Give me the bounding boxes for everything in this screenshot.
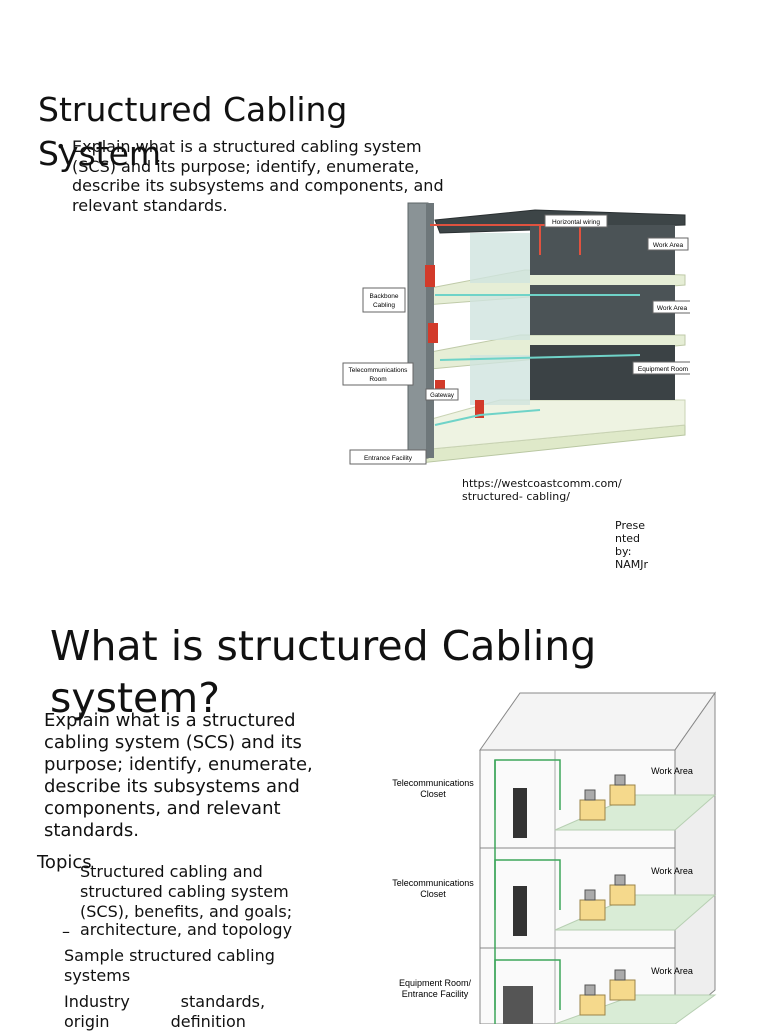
presenter-line: Prese xyxy=(615,519,645,532)
slide2-title-line1: What is structured Cabling xyxy=(50,622,597,670)
image-source-credit: https://westcoastcomm.com/ structured- c… xyxy=(462,477,642,503)
building-floors-figure: Telecommunications Closet Telecommunicat… xyxy=(392,691,717,1024)
label-telecom-closet-2a: Telecommunications xyxy=(392,878,474,888)
slide2-body-text: Explain what is a structured cabling sys… xyxy=(44,710,313,841)
label-equipment-room-a: Equipment Room/ xyxy=(399,978,472,988)
label-work-area-2: Work Area xyxy=(651,866,693,876)
presenter-line: nted xyxy=(615,532,641,545)
slide1-title-line1: Structured Cabling xyxy=(38,90,348,129)
label-telecom-closet-2b: Closet xyxy=(420,889,446,899)
svg-text:Entrance Facility: Entrance Facility xyxy=(364,455,413,462)
label-work-area-1: Work Area xyxy=(651,766,693,776)
building-cabling-figure: Horizontal wiring Work Area Backbone Cab… xyxy=(342,202,690,465)
label-gateway: Gateway xyxy=(425,388,459,401)
slide2-title: What is structured Cabling system? xyxy=(50,620,690,724)
presenter-line: NAMJr xyxy=(615,558,649,571)
svg-text:Work Area: Work Area xyxy=(653,242,684,249)
topics-label: Topics xyxy=(37,852,92,873)
bullet-icon: • xyxy=(56,137,66,156)
label-work-area-2: Work Area xyxy=(652,300,690,314)
topic-item: Structured cabling and structured cablin… xyxy=(80,862,293,921)
presenter-credit: Prese nted by: NAMJr xyxy=(615,519,655,571)
topic-item: architecture, and topology xyxy=(80,920,293,939)
svg-text:Room: Room xyxy=(369,376,386,383)
svg-text:Backbone: Backbone xyxy=(370,293,399,300)
label-work-area-3: Work Area xyxy=(651,966,693,976)
slide1-title: Structured Cabling System xyxy=(38,88,378,176)
label-work-area-1: Work Area xyxy=(647,237,689,251)
label-backbone-cabling: Backbone Cabling xyxy=(362,287,406,313)
slide1-body-text: Explain what is a structured cabling sys… xyxy=(72,137,444,215)
slide1-title-line2: System xyxy=(38,134,162,173)
slide2-title-line2: system? xyxy=(50,674,220,722)
topic-item: Sample structured cabling systems xyxy=(64,946,275,985)
credit-line1: https://westcoastcomm.com/ xyxy=(462,477,622,490)
svg-text:Cabling: Cabling xyxy=(373,302,395,309)
label-horizontal-wiring: Horizontal wiring xyxy=(544,214,608,228)
label-telecom-closet-1b: Closet xyxy=(420,789,446,799)
label-equipment-room-b: Entrance Facility xyxy=(402,989,469,999)
dash-icon: – xyxy=(62,922,70,941)
label-telecom-closet-1a: Telecommunications xyxy=(392,778,474,788)
label-equipment-room: Equipment Room xyxy=(632,361,690,375)
svg-text:Work Area: Work Area xyxy=(657,305,688,312)
credit-line2: structured- cabling/ xyxy=(462,490,570,503)
svg-text:Horizontal wiring: Horizontal wiring xyxy=(552,219,600,226)
svg-text:Telecommunications: Telecommunications xyxy=(349,367,409,374)
label-telecom-room: Telecommunications Room xyxy=(342,362,414,386)
topic-item: Industry standards, origin definition xyxy=(64,992,271,1031)
label-entrance-facility: Entrance Facility xyxy=(349,449,427,465)
svg-text:Gateway: Gateway xyxy=(430,393,454,399)
slide1-bullet-item: • Explain what is a structured cabling s… xyxy=(56,137,456,215)
presenter-line: by: xyxy=(615,545,632,558)
svg-text:Equipment Room: Equipment Room xyxy=(638,366,688,373)
